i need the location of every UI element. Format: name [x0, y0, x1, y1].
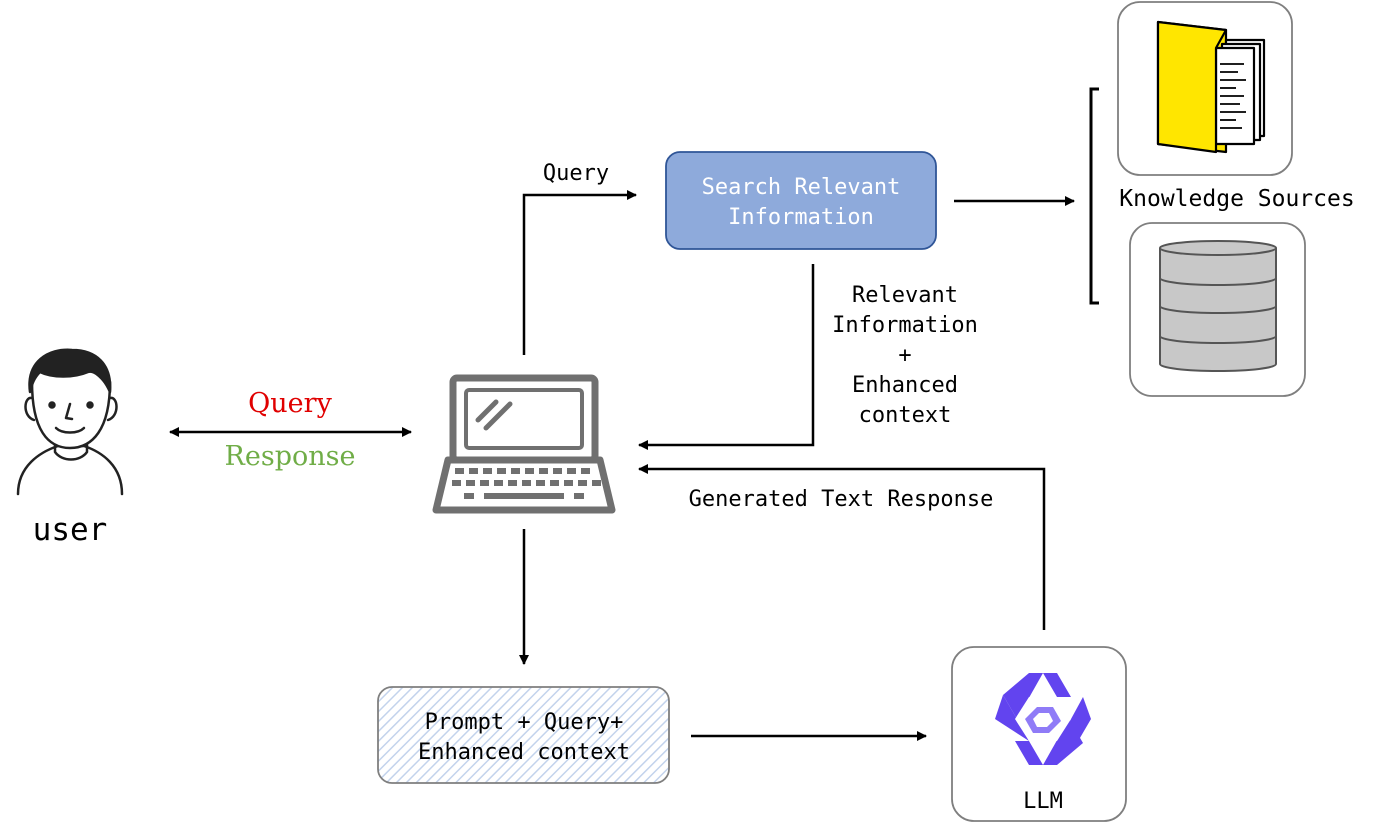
relevant-info-line5: context [859, 403, 952, 428]
user-response-label: Response [225, 441, 356, 472]
relevant-info-arrow [638, 264, 815, 450]
laptop-icon [432, 374, 616, 514]
folder-icon [1156, 20, 1266, 154]
search-box-line2: Information [728, 205, 874, 230]
top-query-label: Query [543, 161, 609, 186]
prompt-box-line2: Enhanced context [418, 740, 630, 765]
knowledge-sources-label: Knowledge Sources [1119, 186, 1354, 212]
prompt-box [377, 686, 670, 784]
search-relevant-info-box [665, 151, 937, 250]
relevant-info-line2: Information [832, 313, 978, 338]
knowledge-bracket [1089, 87, 1099, 305]
relevant-info-line4: Enhanced [852, 373, 958, 398]
generated-response-arrow [638, 464, 1046, 630]
user-avatar-icon [16, 348, 124, 496]
database-icon [1159, 240, 1277, 372]
prompt-box-line1: Prompt + Query+ [425, 710, 624, 735]
relevant-info-line3: + [898, 343, 911, 368]
llm-logo-icon [995, 673, 1091, 765]
user-label: user [33, 512, 108, 548]
search-box-line1: Search Relevant [702, 175, 901, 200]
generated-response-label: Generated Text Response [689, 487, 994, 512]
laptop-to-search-arrow [522, 190, 637, 355]
relevant-info-line1: Relevant [852, 283, 958, 308]
user-query-label: Query [248, 388, 332, 419]
llm-label: LLM [1023, 789, 1063, 814]
